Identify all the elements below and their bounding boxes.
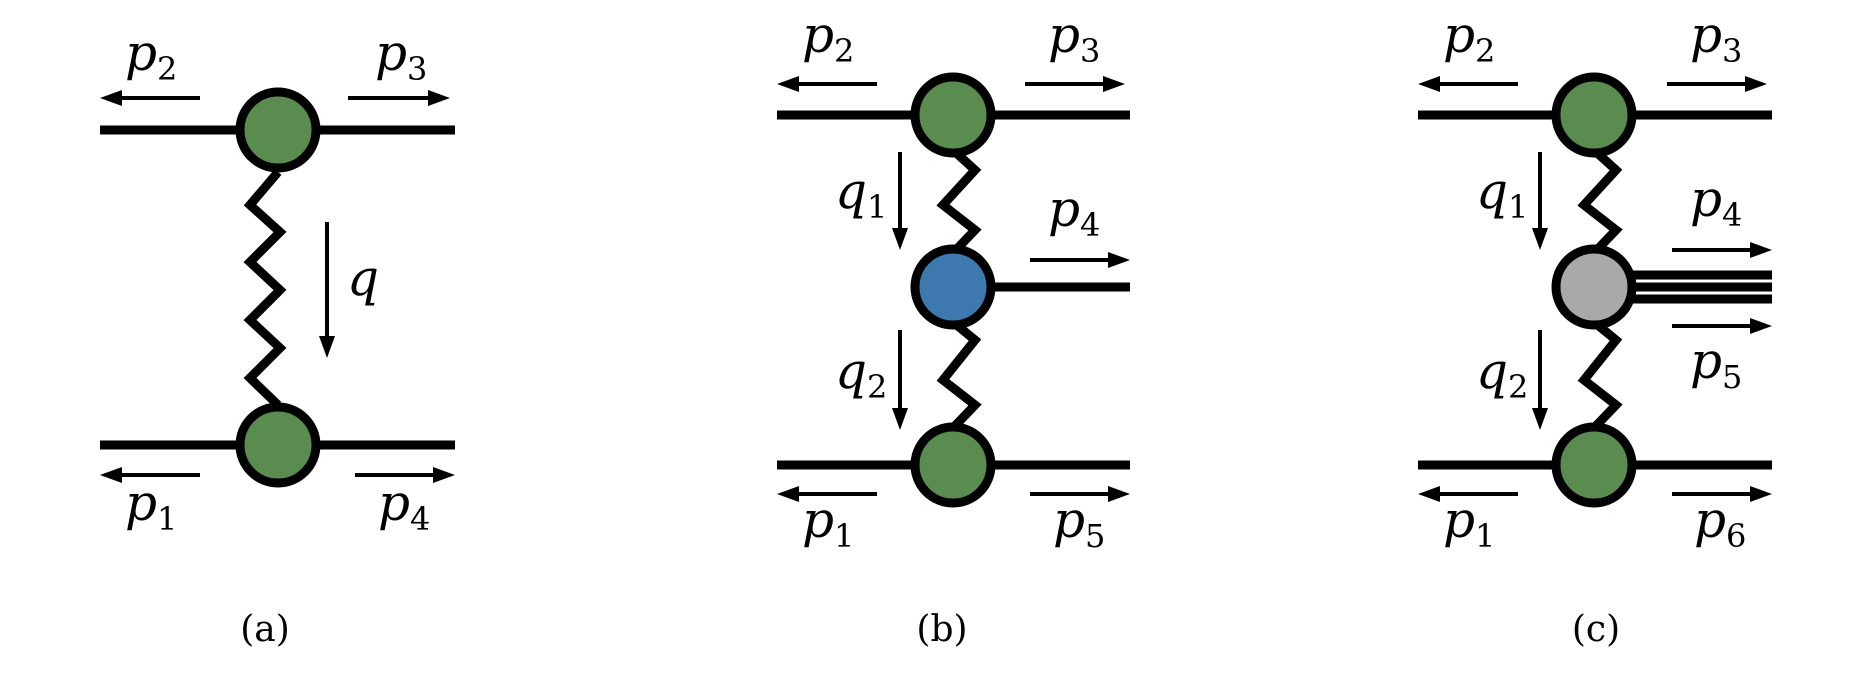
diagram-c-label-p2: p2 <box>1443 6 1495 70</box>
diagram-c-top-vertex <box>1551 72 1637 158</box>
diagram-c-label-p5: p5 <box>1690 332 1742 396</box>
diagram-a: p2 p3 p1 p4 q (a) <box>100 24 455 650</box>
diagram-b-label-q2: q2 <box>835 342 887 406</box>
diagram-c-label-p3: p3 <box>1690 6 1742 70</box>
diagram-c-middle-vertex <box>1551 244 1637 330</box>
diagram-a-bottom-vertex <box>235 402 321 488</box>
diagram-a-top-vertex <box>235 87 321 173</box>
diagram-a-arrow-q <box>319 222 335 358</box>
diagram-c-label-q2: q2 <box>1476 342 1528 406</box>
diagram-b-arrow-p2 <box>777 76 877 92</box>
diagram-b-label-p3: p3 <box>1048 6 1100 70</box>
diagram-a-exchange-propagator <box>243 169 287 409</box>
diagram-b-label-p2: p2 <box>802 6 854 70</box>
diagram-a-label-p1: p1 <box>125 474 177 538</box>
diagram-c-arrow-p2 <box>1418 76 1518 92</box>
diagram-b-arrow-q2 <box>892 330 908 430</box>
diagram-b-middle-vertex <box>910 244 996 330</box>
diagram-b-arrow-p3 <box>1025 76 1125 92</box>
diagram-b-arrow-p4 <box>1030 252 1130 268</box>
diagram-c-arrow-p4 <box>1672 242 1772 258</box>
diagram-a-label-q: q <box>347 249 379 307</box>
diagram-b-label-p5: p5 <box>1053 491 1105 555</box>
diagram-c-label-p1: p1 <box>1443 491 1495 555</box>
diagram-c: p2 p3 p4 p5 p1 p6 q1 q2 (c) <box>1418 6 1772 650</box>
diagram-c-caption: (c) <box>1572 609 1620 650</box>
diagram-c-arrow-p1 <box>1418 486 1518 502</box>
diagram-c-arrow-p5 <box>1672 318 1772 334</box>
diagram-c-lower-propagator <box>1577 318 1623 432</box>
diagram-b-bottom-vertex <box>910 422 996 508</box>
diagram-c-bottom-vertex <box>1551 422 1637 508</box>
diagram-c-arrow-q2 <box>1532 330 1548 430</box>
diagram-a-arrow-p4 <box>355 467 455 483</box>
diagram-c-label-p4: p4 <box>1690 170 1742 234</box>
diagram-b-caption: (b) <box>916 609 967 650</box>
diagram-b-arrow-p5 <box>1030 486 1130 502</box>
diagram-c-upper-propagator <box>1577 146 1623 257</box>
diagram-c-label-p6: p6 <box>1694 491 1746 555</box>
diagram-a-label-p3: p3 <box>375 24 427 88</box>
diagram-a-label-p4: p4 <box>378 474 430 538</box>
diagram-a-label-p2: p2 <box>125 24 177 88</box>
diagram-b-upper-propagator <box>936 146 982 257</box>
diagram-b: p2 p3 p4 p1 p5 q1 q2 (b) <box>777 6 1130 650</box>
diagram-c-arrow-q1 <box>1532 152 1548 250</box>
diagram-a-arrow-p1 <box>100 467 200 483</box>
diagram-b-label-p4: p4 <box>1048 180 1100 244</box>
diagram-a-arrow-p3 <box>348 90 450 106</box>
diagram-b-lower-propagator <box>936 318 982 432</box>
diagram-a-caption: (a) <box>240 609 290 650</box>
diagram-c-label-q1: q1 <box>1476 162 1528 226</box>
diagram-b-top-vertex <box>910 72 996 158</box>
diagram-b-arrow-p1 <box>777 486 877 502</box>
diagram-b-label-p1: p1 <box>802 491 854 555</box>
diagram-b-arrow-q1 <box>892 152 908 250</box>
diagram-c-arrow-p3 <box>1667 76 1767 92</box>
diagram-b-label-q1: q1 <box>835 162 887 226</box>
diagram-c-arrow-p6 <box>1672 486 1772 502</box>
diagram-a-arrow-p2 <box>100 90 200 106</box>
